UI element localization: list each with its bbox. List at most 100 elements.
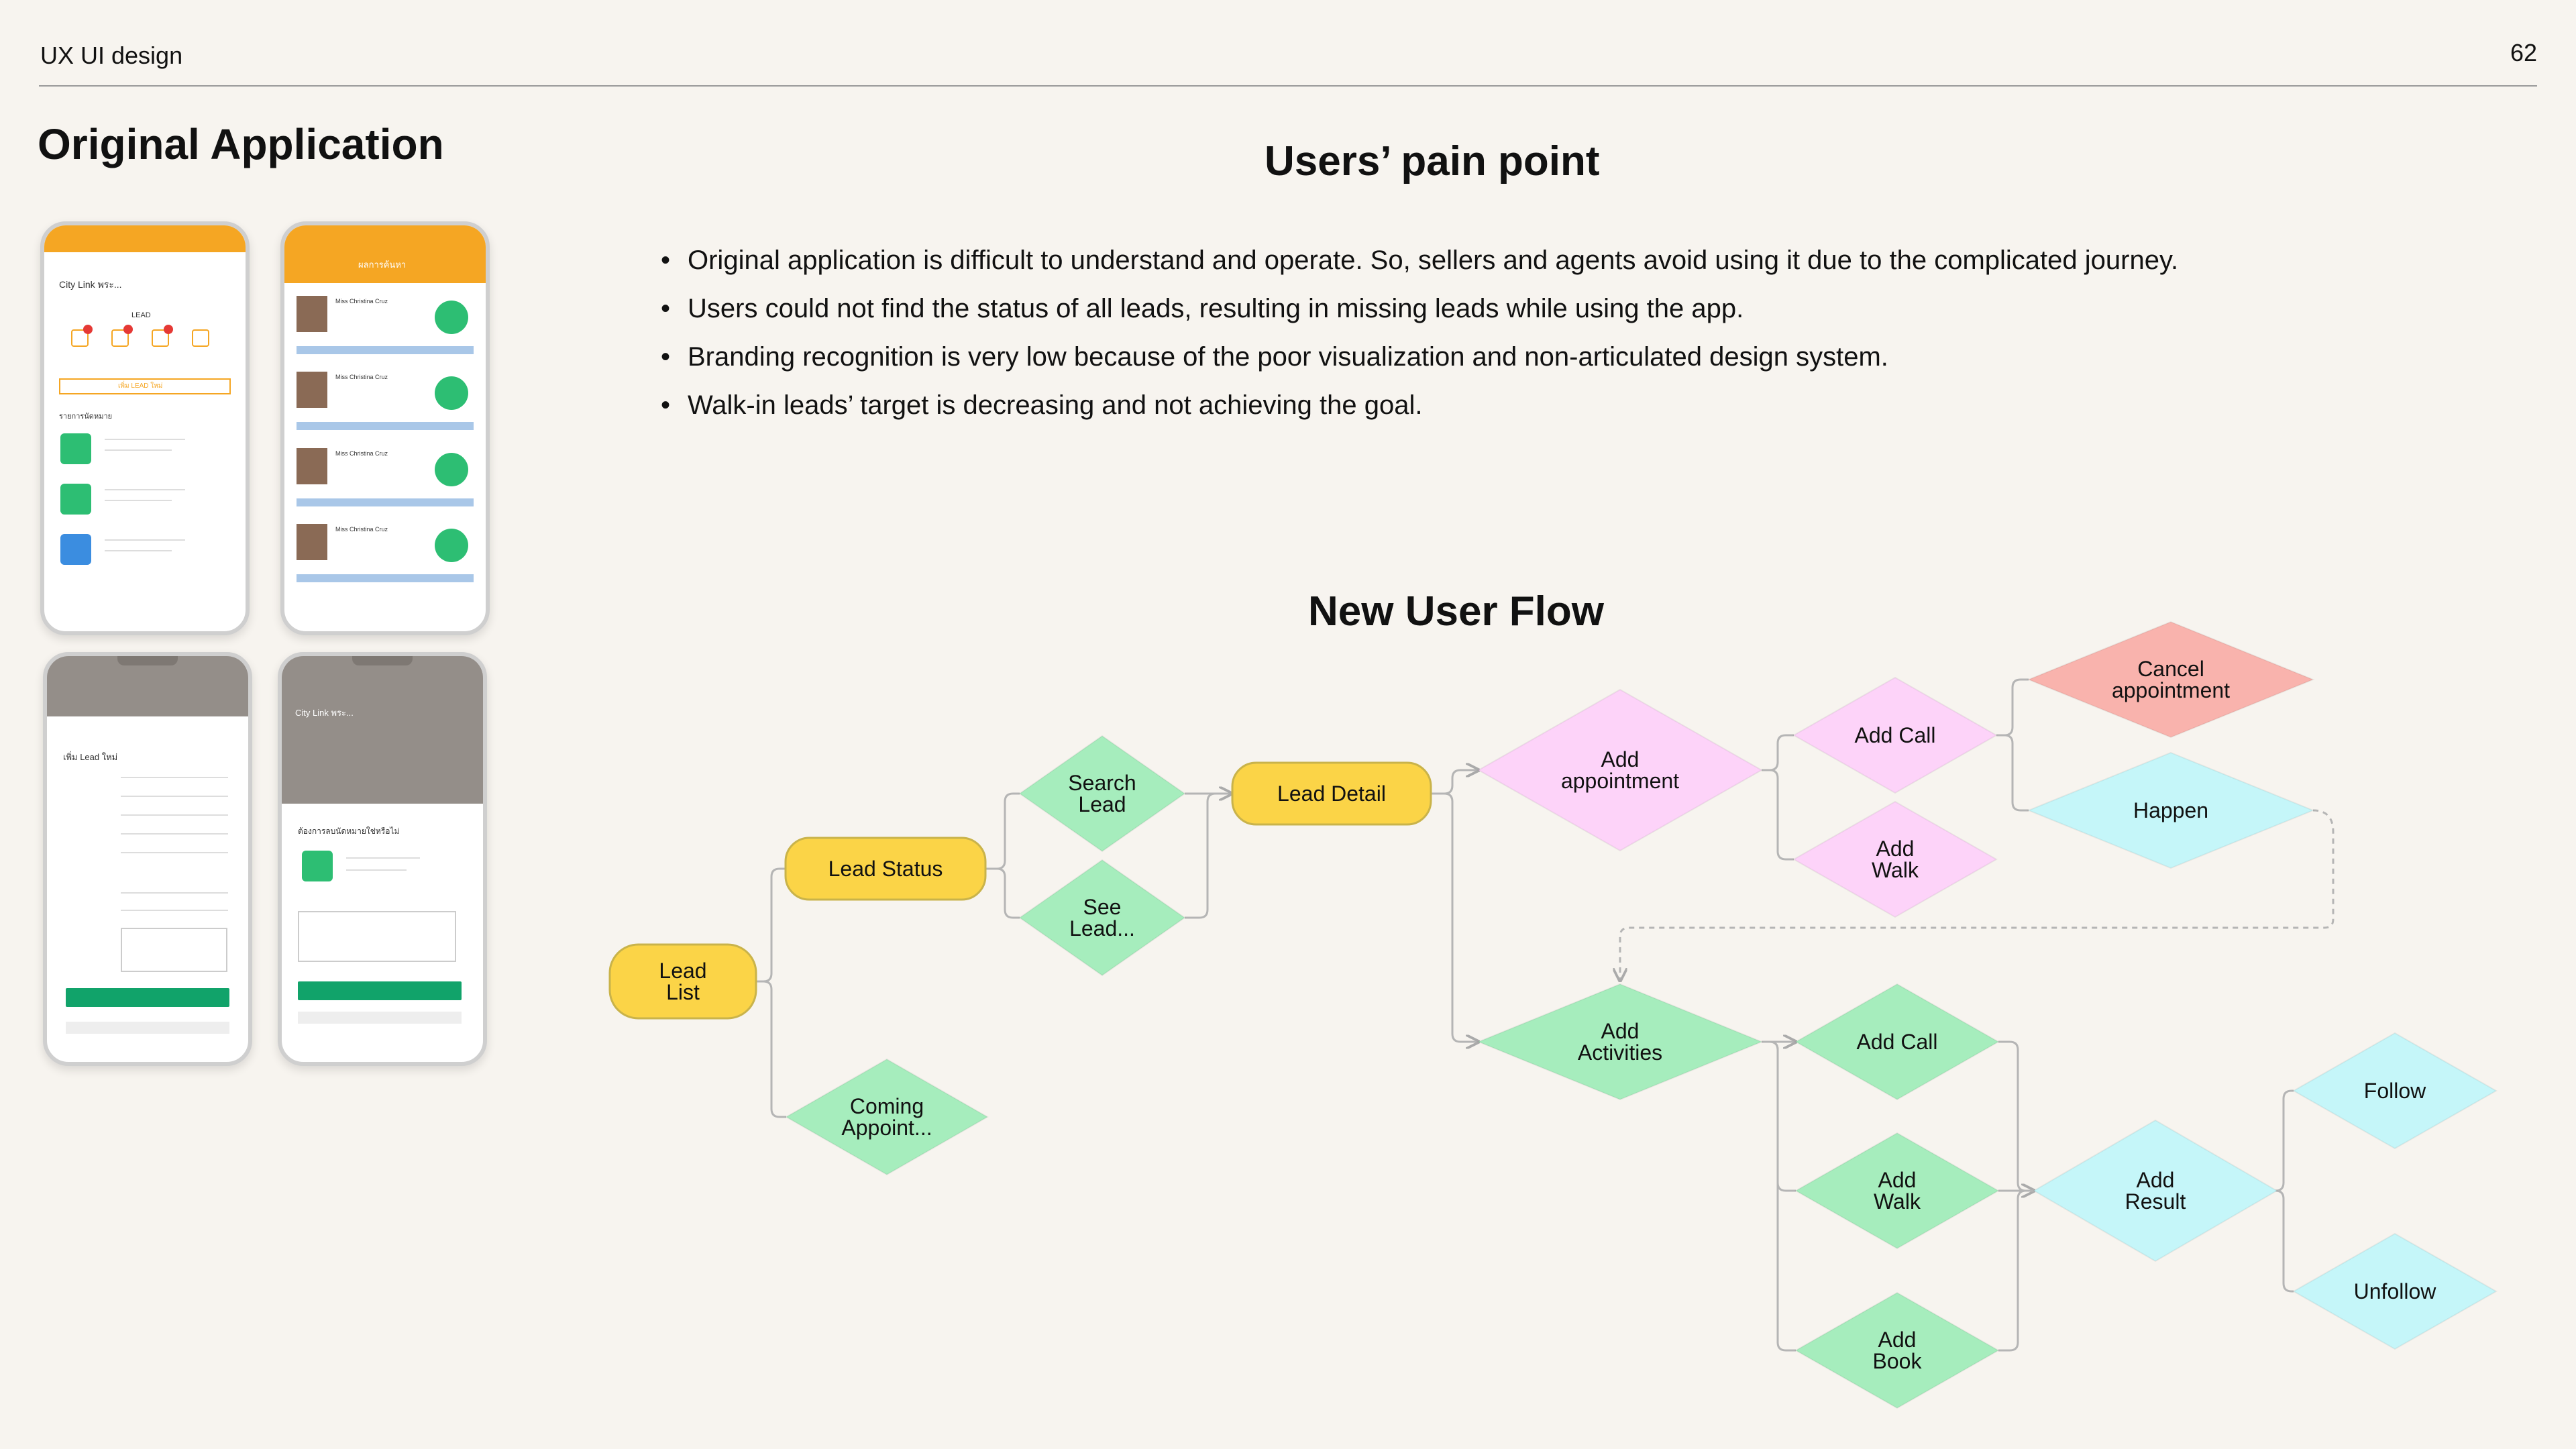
flow-node-shape [1794,1132,2000,1250]
flow-node-label: Happen [2133,798,2208,822]
call-button-icon[interactable] [435,301,468,334]
flow-node-label: Add [1878,1168,1917,1192]
flow-connector [756,980,786,1118]
flow-node-shape [1792,676,1998,794]
lead-name: Miss Christina Cruz [335,298,388,305]
save-button[interactable] [66,988,229,1007]
phone-call-icon [60,484,91,515]
text-line [105,449,172,451]
lead-icon [111,329,129,347]
flow-node-label: Walk [1874,1189,1921,1214]
form-field-line[interactable] [121,777,228,778]
add-lead-form-title: เพิ่ม Lead ใหม่ [63,752,118,762]
header-divider [39,85,2537,87]
lead-avatar [297,296,327,332]
call-button-icon[interactable] [435,453,468,486]
call-button-icon[interactable] [435,529,468,562]
flow-node-shape [1018,735,1186,853]
flow-node-shape [2027,621,2315,739]
flow-node-label: Follow [2364,1079,2426,1103]
flow-node-shape [784,1058,989,1176]
flow-connector [1431,770,1479,795]
flow-node-shape [2033,1119,2278,1263]
flow-node-label: Add [1601,747,1640,771]
flow-node-label: See [1083,895,1122,919]
form-field-line[interactable] [121,814,228,816]
flow-node-happen: Happen [2027,751,2315,869]
form-field-line[interactable] [121,796,228,797]
badge-dot [164,325,173,334]
phone-mockup-home: City Link พระ... LEAD เพิ่ม LEAD ใหม่ รา… [40,221,250,635]
flow-node-shape [2292,1232,2498,1350]
phone-call-icon [60,433,91,464]
flow-connector [1996,734,2029,812]
dimmed-background [282,656,483,804]
form-field-line[interactable] [121,910,228,911]
flow-node-label: Result [2125,1189,2186,1214]
flow-connector [1996,678,2029,737]
flow-node-shape [1794,1291,2000,1409]
flow-node-label: Lead Detail [1277,782,1386,806]
flow-connector [1431,792,1479,1042]
action-tag-row [297,422,474,430]
flow-node-lead-detail: Lead Detail [1231,761,1432,826]
flow-node-shape [1231,761,1432,826]
notes-textarea[interactable] [121,928,227,972]
flow-node-label: Lead [1078,792,1126,816]
search-results-title: ผลการค้นหา [358,260,407,270]
lead-icon [152,329,169,347]
flow-node-label: appointment [2112,678,2230,702]
flow-node-label: Unfollow [2354,1279,2437,1303]
flow-connector [985,867,1020,919]
reason-textarea[interactable] [298,911,456,962]
phone-call-icon [302,851,333,881]
flow-node-label: Add [1878,1328,1917,1352]
flow-node-label: appointment [1561,769,1679,793]
call-button-icon[interactable] [435,376,468,410]
flow-connector [756,867,786,983]
flow-node-label: Activities [1578,1040,1662,1065]
flow-node-label: Search [1068,771,1136,795]
flow-node-see-lead: SeeLead... [1018,859,1186,977]
cancel-button[interactable] [298,1012,462,1024]
form-field-line[interactable] [121,833,228,835]
add-lead-label: เพิ่ม LEAD ใหม่ [118,382,163,390]
phone-header-bar [44,225,246,252]
flow-node-shape [608,943,757,1020]
flow-node-label: Coming [850,1094,924,1118]
flow-node-shape [1792,800,1998,918]
confirm-button[interactable] [298,981,462,1000]
flow-node-shape [1794,983,2000,1101]
page-number: 62 [2510,39,2537,66]
lead-name: Miss Christina Cruz [335,526,388,533]
flow-node-shape [1477,688,1764,852]
flow-node-shape [784,837,987,901]
form-field-line[interactable] [121,852,228,853]
pain-point-item: Original application is difficult to und… [661,236,2178,284]
action-tag-row [297,498,474,506]
flow-connector [1762,1040,1796,1352]
phone-section-text: LEAD [131,311,151,319]
cancel-button[interactable] [66,1022,229,1034]
pain-point-item: Branding recognition is very low because… [661,333,2178,381]
text-line [105,550,172,551]
pain-point-item: Walk-in leads’ target is decreasing and … [661,381,2178,429]
flow-node-add-call-2: Add Call [1794,983,2000,1101]
flow-connector [1762,769,1794,861]
pain-point-item: Users could not find the status of all l… [661,284,2178,333]
flow-node-label: Book [1873,1349,1923,1373]
add-lead-button[interactable] [59,378,231,394]
dimmed-background [47,656,248,716]
badge-dot [83,325,93,334]
phone-mockup-search: ผลการค้นหา Miss Christina Cruz Miss Chri… [280,221,490,635]
pain-point-list: Original application is difficult to und… [661,236,2178,429]
lead-name: Miss Christina Cruz [335,374,388,380]
flow-connector [2275,1089,2294,1192]
form-field-line[interactable] [121,892,228,894]
